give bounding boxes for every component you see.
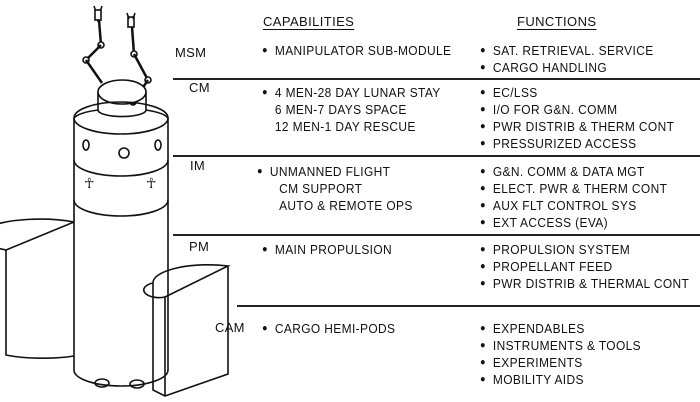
- module-label-msm: MSM: [175, 45, 207, 60]
- capabilities-im: UNMANNED FLIGHT CM SUPPORT AUTO & REMOTE…: [257, 163, 413, 214]
- capabilities-pm: MAIN PROPULSION: [262, 241, 392, 258]
- capability-item: AUTO & REMOTE OPS: [279, 198, 413, 213]
- capabilities-cam: CARGO HEMI-PODS: [262, 320, 395, 337]
- capability-item: UNMANNED FLIGHT: [257, 163, 413, 180]
- left-cargo-pod: [0, 218, 75, 360]
- functions-cm: EC/LSS I/O FOR G&N. COMM PWR DISTRIB & T…: [480, 84, 674, 152]
- function-item: PRESSURIZED ACCESS: [480, 135, 674, 152]
- capability-item: 4 MEN-28 DAY LUNAR STAY: [262, 84, 441, 101]
- module-label-pm: PM: [189, 239, 210, 254]
- function-item: EC/LSS: [480, 84, 674, 101]
- divider-cm-im: [173, 155, 700, 157]
- function-item: PWR DISTRIB & THERM CONT: [480, 118, 674, 135]
- right-cargo-pod: [143, 263, 231, 397]
- function-item: EXPENDABLES: [480, 320, 641, 337]
- capability-item: MAIN PROPULSION: [262, 241, 392, 258]
- function-item: EXPERIMENTS: [480, 354, 641, 371]
- function-item: ELECT. PWR & THERM CONT: [480, 180, 667, 197]
- divider-pm-cam: [237, 305, 700, 307]
- capabilities-msm: MANIPULATOR SUB-MODULE: [262, 42, 451, 59]
- function-item: SAT. RETRIEVAL. SERVICE: [480, 42, 654, 59]
- svg-text:☥: ☥: [84, 175, 94, 191]
- svg-text:☥: ☥: [146, 175, 156, 191]
- main-cylinder: ☥ ☥: [73, 101, 169, 389]
- capability-item: CM SUPPORT: [279, 181, 363, 196]
- capabilities-cm: 4 MEN-28 DAY LUNAR STAY 6 MEN-7 DAYS SPA…: [262, 84, 441, 135]
- functions-msm: SAT. RETRIEVAL. SERVICE CARGO HANDLING: [480, 42, 654, 76]
- divider-msm-cm: [173, 78, 700, 80]
- function-item: PROPELLANT FEED: [480, 258, 689, 275]
- capability-item: 12 MEN-1 DAY RESCUE: [274, 119, 416, 134]
- function-item: PWR DISTRIB & THERMAL CONT: [480, 275, 689, 292]
- functions-header: FUNCTIONS: [517, 14, 597, 29]
- function-item: PROPULSION SYSTEM: [480, 241, 689, 258]
- module-label-im: IM: [190, 158, 206, 173]
- function-item: G&N. COMM & DATA MGT: [480, 163, 667, 180]
- function-item: EXT ACCESS (EVA): [480, 214, 667, 231]
- functions-pm: PROPULSION SYSTEM PROPELLANT FEED PWR DI…: [480, 241, 689, 292]
- function-item: CARGO HANDLING: [480, 59, 654, 76]
- function-item: MOBILITY AIDS: [480, 371, 641, 388]
- module-label-cm: CM: [189, 80, 210, 95]
- capability-item: MANIPULATOR SUB-MODULE: [262, 42, 451, 59]
- function-item: AUX FLT CONTROL SYS: [480, 197, 667, 214]
- function-item: INSTRUMENTS & TOOLS: [480, 337, 641, 354]
- capability-item: CARGO HEMI-PODS: [262, 320, 395, 337]
- module-label-cam: CAM: [215, 320, 245, 335]
- capability-item: 6 MEN-7 DAYS SPACE: [274, 102, 407, 117]
- function-item: I/O FOR G&N. COMM: [480, 101, 674, 118]
- functions-im: G&N. COMM & DATA MGT ELECT. PWR & THERM …: [480, 163, 667, 231]
- divider-im-pm: [173, 234, 700, 236]
- functions-cam: EXPENDABLES INSTRUMENTS & TOOLS EXPERIME…: [480, 320, 641, 388]
- manipulator-sub-module: [97, 79, 147, 118]
- capabilities-header: CAPABILITIES: [263, 14, 355, 29]
